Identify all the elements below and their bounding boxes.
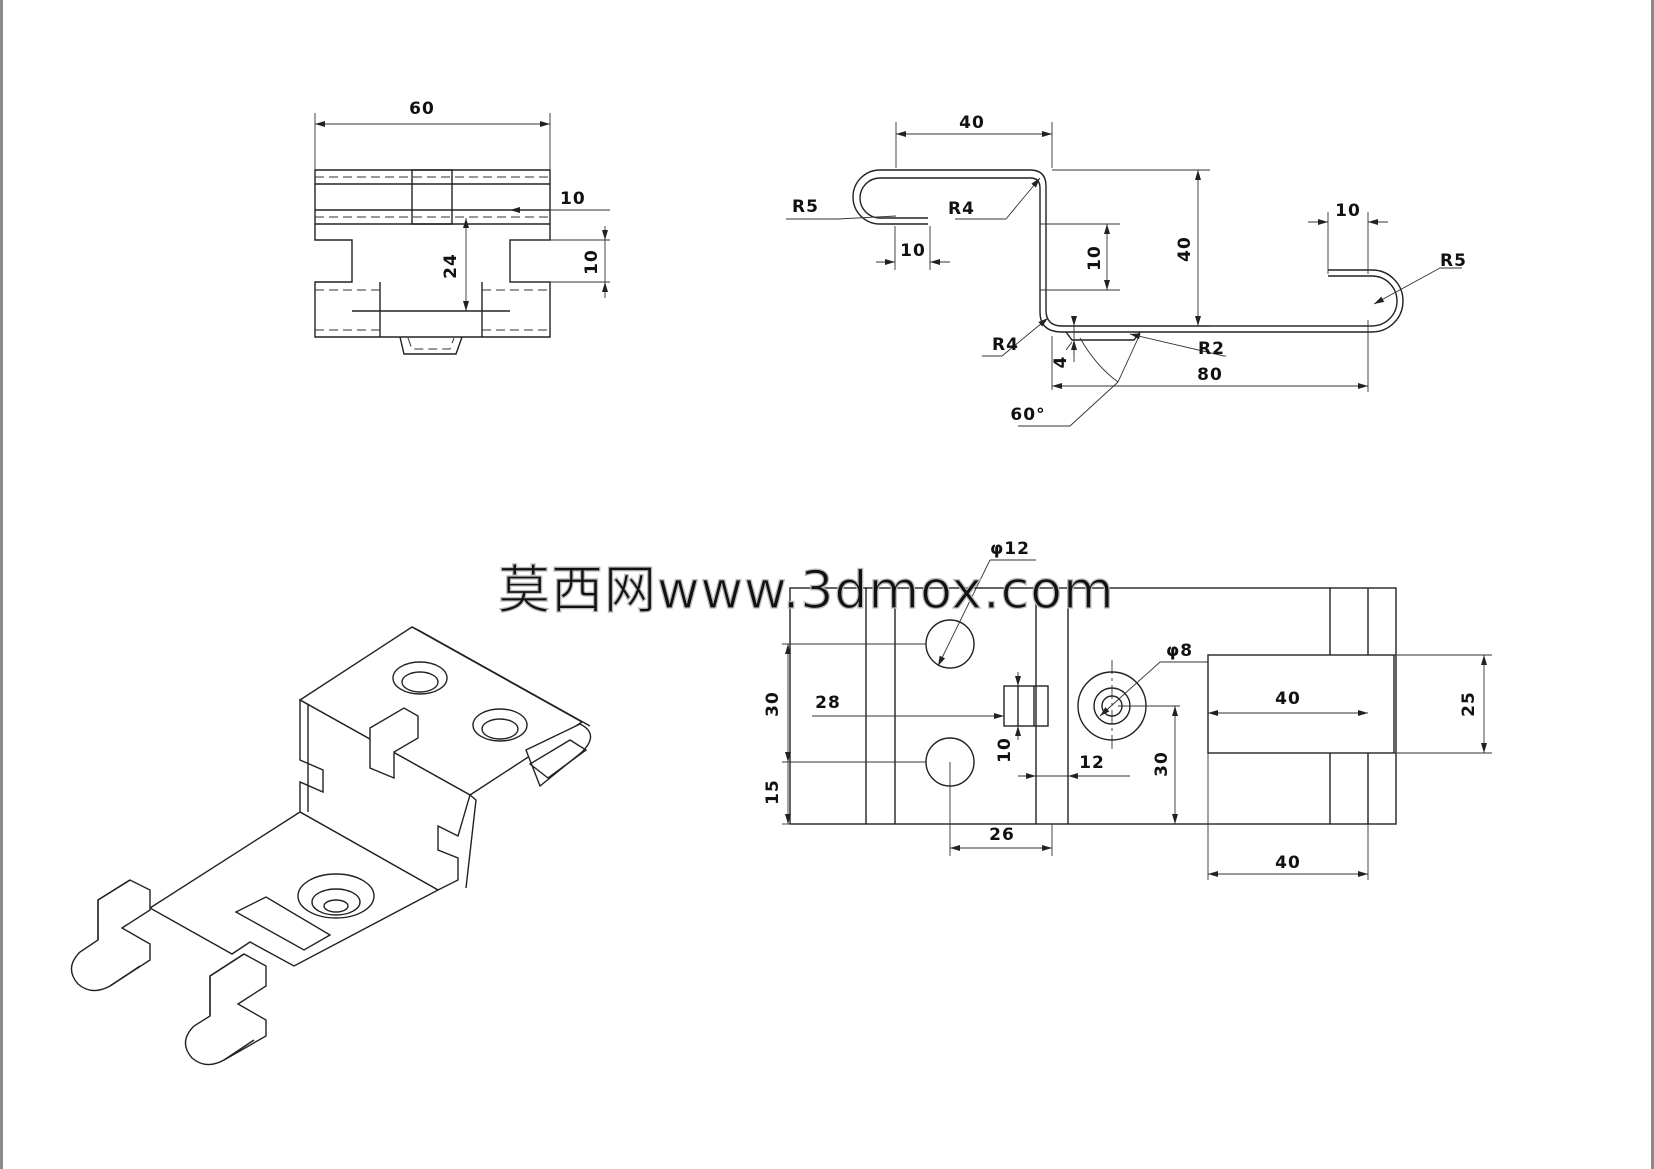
iso-hook-right bbox=[184, 953, 267, 1066]
iso-vertical-web bbox=[299, 698, 471, 891]
front-radius-emboss: R2 bbox=[1198, 339, 1225, 359]
front-dim-web-gap: 10 bbox=[1085, 245, 1105, 271]
front-dim-emboss-depth: 4 bbox=[1051, 356, 1071, 369]
plan-dim-hole-offset: 28 bbox=[815, 693, 841, 713]
iso-holes bbox=[297, 661, 528, 919]
front-dim-left-lip: 10 bbox=[900, 241, 926, 261]
top-view: 60 10 24 10 bbox=[314, 99, 610, 355]
iso-view bbox=[70, 626, 592, 1066]
front-radius-hook-right: R5 bbox=[1440, 251, 1467, 271]
top-dim-depth: 24 bbox=[441, 253, 461, 279]
front-radius-hook-left: R5 bbox=[792, 197, 819, 217]
front-dim-angle: 60° bbox=[1010, 405, 1045, 425]
plan-dim-hole-small: φ8 bbox=[1166, 641, 1193, 661]
plan-dim-cutout-length: 40 bbox=[1275, 689, 1301, 709]
plan-view: φ12 φ8 30 28 15 10 26 12 30 40 25 40 bbox=[763, 539, 1492, 880]
front-radius-bottom-bend: R4 bbox=[992, 335, 1019, 355]
sheet-edge-left bbox=[0, 0, 3, 1169]
top-dim-notch: 10 bbox=[582, 249, 602, 275]
front-dim-bottom-length: 80 bbox=[1197, 365, 1223, 385]
top-dim-width: 60 bbox=[409, 99, 435, 119]
plan-dim-bottom-length: 40 bbox=[1275, 853, 1301, 873]
front-dim-top-length: 40 bbox=[959, 113, 985, 133]
plan-dim-tab-width: 10 bbox=[995, 737, 1015, 763]
iso-rear-lip bbox=[525, 723, 592, 788]
front-view: 40 40 10 10 10 80 4 60° R5 R4 R4 R2 R5 bbox=[786, 113, 1467, 427]
plan-dim-hole-to-edge: 26 bbox=[989, 825, 1015, 845]
plan-dim-hole-height: 30 bbox=[1152, 751, 1172, 777]
plan-dim-cutout-width: 25 bbox=[1459, 691, 1479, 717]
iso-tab-slot bbox=[369, 707, 419, 780]
front-dim-right-lip: 10 bbox=[1335, 201, 1361, 221]
front-dim-height: 40 bbox=[1175, 236, 1195, 262]
watermark-text: 莫西网www.3dmox.com bbox=[498, 561, 1115, 621]
top-dim-slot-offset: 10 bbox=[560, 189, 586, 209]
sheet-edge-right bbox=[1651, 0, 1654, 1169]
iso-hook-left bbox=[70, 879, 151, 992]
plan-dim-edge-offset: 15 bbox=[763, 779, 783, 805]
plan-dim-hole-spacing: 30 bbox=[763, 691, 783, 717]
front-radius-top-bend: R4 bbox=[948, 199, 975, 219]
plan-dim-slot-gap: 12 bbox=[1079, 753, 1105, 773]
plan-dim-hole-large: φ12 bbox=[990, 539, 1030, 559]
